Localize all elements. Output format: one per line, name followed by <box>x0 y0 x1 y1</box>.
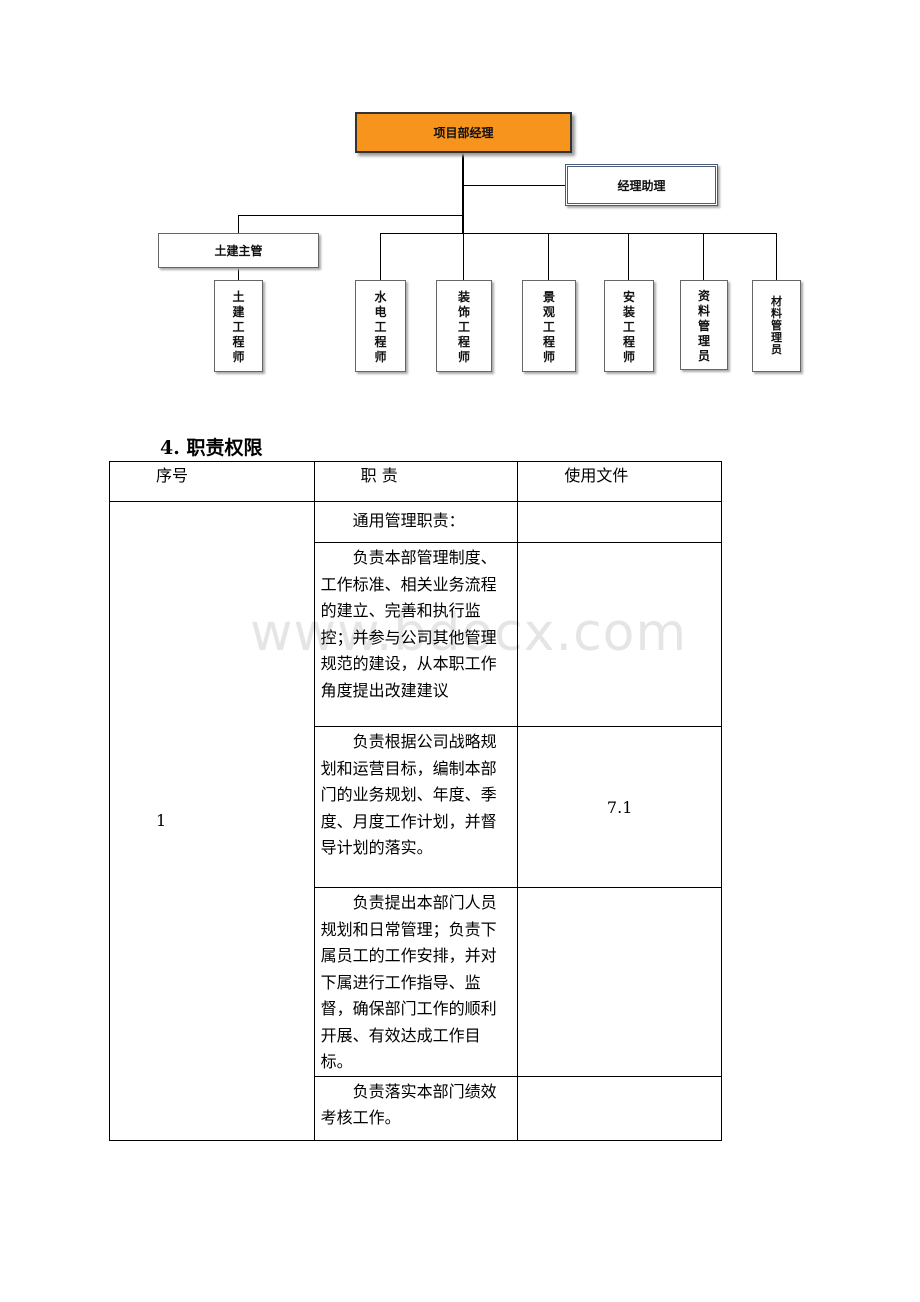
org-box-char: 师 <box>457 349 470 364</box>
connector-line <box>548 233 549 281</box>
org-box-char: 材 <box>771 295 782 308</box>
org-box-decoration-engineer: 装 饰 工 程 师 <box>436 280 492 372</box>
header-cell-duty: 职 责 <box>313 461 519 502</box>
org-box-char: 师 <box>542 349 555 364</box>
org-box-char: 管 <box>771 319 782 332</box>
org-box-materials-manager: 材 料 管 理 员 <box>752 280 801 372</box>
section-heading: 4. 职责权限 <box>160 437 263 459</box>
table-row: 负责落实本部门绩效考核工作。 <box>110 1075 722 1141</box>
header-cell-file: 使用文件 <box>517 461 722 502</box>
org-box-assistant: 经理助理 <box>565 164 718 206</box>
org-box-char: 装 <box>457 289 470 304</box>
org-box-char: 理 <box>697 333 710 348</box>
duty-text: 通用管理职责： <box>352 511 465 530</box>
file-cell: 7.1 <box>517 726 722 888</box>
duty-cell: 通用管理职责： <box>313 501 519 543</box>
duty-cell: 负责落实本部门绩效考核工作。 <box>313 1075 519 1141</box>
org-box-char: 程 <box>374 334 387 349</box>
org-box-char: 员 <box>771 343 782 356</box>
org-box-civil-engineer: 土 建 工 程 师 <box>214 280 263 372</box>
duty-cell: 负责提出本部门人员规划和日常管理；负责下属员工的工作安排，并对下属进行工作指导、… <box>313 887 519 1077</box>
org-box-char: 程 <box>457 334 470 349</box>
org-box-char: 观 <box>542 304 555 319</box>
org-box-char: 工 <box>622 319 635 334</box>
connector-line <box>703 233 704 281</box>
org-box-landscape-engineer: 景 观 工 程 师 <box>522 280 576 372</box>
org-box-char: 师 <box>622 349 635 364</box>
org-box-char: 资 <box>697 288 710 303</box>
org-box-char: 安 <box>622 289 635 304</box>
org-box-char: 饰 <box>457 304 470 319</box>
org-box-char: 建 <box>232 304 245 319</box>
org-box-char: 员 <box>697 348 710 363</box>
duty-cell: 负责根据公司战略规划和运营目标，编制本部门的业务规划、年度、季度、月度工作计划，… <box>313 726 519 888</box>
org-box-char: 工 <box>232 319 245 334</box>
connector-line <box>628 233 629 281</box>
org-box-label: 土建主管 <box>214 244 263 258</box>
org-box-char: 工 <box>457 319 470 334</box>
org-box-char: 工 <box>374 319 387 334</box>
org-box-char: 程 <box>622 334 635 349</box>
org-box-char: 工 <box>542 319 555 334</box>
connector-line <box>238 267 239 281</box>
org-box-char: 景 <box>542 289 555 304</box>
connector-line <box>463 233 464 281</box>
org-box-char: 电 <box>374 304 387 319</box>
file-cell <box>517 501 722 543</box>
table-row: 1 通用管理职责： <box>109 501 722 1141</box>
header-cell-number: 序号 <box>109 461 315 502</box>
org-box-civil-supervisor: 土建主管 <box>158 233 319 268</box>
org-box-char: 师 <box>232 349 245 364</box>
org-box-project-manager: 项目部经理 <box>355 112 572 153</box>
connector-line <box>776 233 777 281</box>
org-box-char: 程 <box>232 334 245 349</box>
connector-line <box>380 233 777 234</box>
duty-text: 负责落实本部门绩效考核工作。 <box>320 1081 497 1128</box>
org-box-installation-engineer: 安 装 工 程 师 <box>604 280 654 372</box>
connector-line <box>238 215 463 216</box>
file-cell <box>517 1075 722 1141</box>
file-cell <box>517 542 722 727</box>
table-header-row: 序号 职 责 使用文件 <box>109 461 722 502</box>
org-box-char: 水 <box>374 289 387 304</box>
connector-line <box>463 185 567 186</box>
connector-line <box>238 215 239 234</box>
duty-text: 负责本部管理制度、工作标准、相关业务流程的建立、完善和执行监控；并参与公司其他管… <box>320 548 497 700</box>
duty-text: 负责根据公司战略规划和运营目标，编制本部门的业务规划、年度、季度、月度工作计划，… <box>320 732 497 857</box>
org-box-char: 土 <box>232 289 245 304</box>
table-row: 负责根据公司战略规划和运营目标，编制本部门的业务规划、年度、季度、月度工作计划，… <box>110 726 722 888</box>
org-box-documents-manager: 资 料 管 理 员 <box>680 280 728 370</box>
org-box-char: 料 <box>771 307 782 320</box>
org-box-char: 理 <box>771 331 782 344</box>
connector-line <box>462 152 464 234</box>
org-box-char: 程 <box>542 334 555 349</box>
row-number-cell: 1 <box>109 501 315 1141</box>
org-box-mep-engineer: 水 电 工 程 师 <box>355 280 406 372</box>
org-box-char: 料 <box>697 303 710 318</box>
org-box-label: 经理助理 <box>617 178 666 193</box>
org-box-char: 管 <box>697 318 710 333</box>
connector-line <box>380 233 381 281</box>
org-box-char: 装 <box>622 304 635 319</box>
duty-cell: 负责本部管理制度、工作标准、相关业务流程的建立、完善和执行监控；并参与公司其他管… <box>313 542 519 727</box>
duty-text: 负责提出本部门人员规划和日常管理；负责下属员工的工作安排，并对下属进行工作指导、… <box>320 893 497 1071</box>
responsibility-table: 序号 职 责 使用文件 1 通用管理职责： 负责本部管理制度、工作标准、相关业务… <box>109 461 722 1141</box>
org-box-label: 项目部经理 <box>433 126 494 140</box>
org-box-char: 师 <box>374 349 387 364</box>
file-cell <box>517 887 722 1077</box>
